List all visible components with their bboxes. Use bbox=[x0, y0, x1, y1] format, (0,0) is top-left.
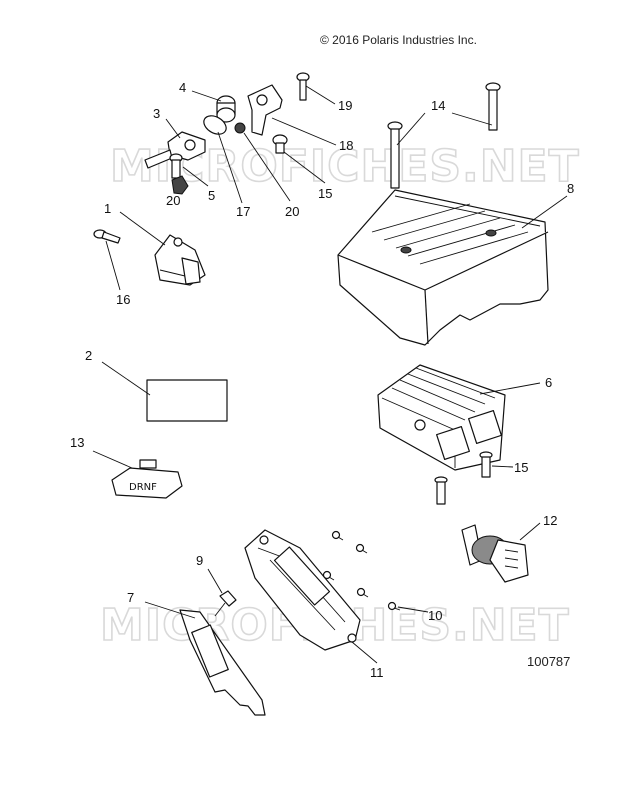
callout-20-right: 20 bbox=[285, 204, 299, 219]
callout-3: 3 bbox=[153, 106, 160, 121]
leader-lines bbox=[92, 85, 568, 664]
callout-2: 2 bbox=[85, 348, 92, 363]
callout-8: 8 bbox=[567, 181, 574, 196]
part-12-switch bbox=[461, 524, 529, 583]
part-20-nut-left bbox=[171, 175, 189, 195]
callout-16: 16 bbox=[116, 292, 130, 307]
part-20-nut-right bbox=[234, 122, 246, 134]
callout-9: 9 bbox=[196, 553, 203, 568]
part-16-screw bbox=[93, 229, 121, 244]
callout-6: 6 bbox=[545, 375, 552, 390]
part-2-label bbox=[146, 379, 228, 422]
part-3-sensor bbox=[144, 131, 206, 169]
part-5-bolt bbox=[169, 153, 183, 179]
callout-13: 13 bbox=[70, 435, 84, 450]
callout-5: 5 bbox=[208, 188, 215, 203]
part-15-bolts-lower bbox=[434, 451, 493, 505]
part-15-bolt-upper bbox=[272, 134, 288, 154]
part-18-bracket bbox=[247, 84, 283, 136]
part-11-ecu bbox=[244, 529, 361, 651]
callout-7: 7 bbox=[127, 590, 134, 605]
part-19-bolt bbox=[296, 72, 310, 101]
part-13-gear-indicator: DRNF bbox=[111, 459, 183, 499]
callout-15-upper: 15 bbox=[318, 186, 332, 201]
part-1-sensor bbox=[154, 234, 206, 286]
callout-10: 10 bbox=[428, 608, 442, 623]
decal-text: DRNF bbox=[129, 482, 157, 493]
callout-4: 4 bbox=[179, 80, 186, 95]
part-ecu-screws bbox=[322, 530, 401, 611]
callout-20-left: 20 bbox=[166, 193, 180, 208]
callout-1: 1 bbox=[104, 201, 111, 216]
part-7-bracket bbox=[179, 609, 266, 716]
callout-18: 18 bbox=[339, 138, 353, 153]
part-8-cover bbox=[337, 189, 549, 346]
part-9-rivet bbox=[214, 590, 237, 617]
callout-14: 14 bbox=[431, 98, 445, 113]
callout-15-lower: 15 bbox=[514, 460, 528, 475]
drawing-number: 100787 bbox=[527, 654, 571, 669]
callout-12: 12 bbox=[543, 513, 557, 528]
callout-17: 17 bbox=[236, 204, 250, 219]
callout-19: 19 bbox=[338, 98, 352, 113]
part-6-regulator bbox=[377, 364, 506, 471]
part-14-bolts bbox=[387, 82, 501, 189]
callout-11: 11 bbox=[370, 665, 384, 680]
part-4-spacer bbox=[216, 95, 236, 123]
copyright-text: © 2016 Polaris Industries Inc. bbox=[320, 33, 477, 47]
part-17-gasket bbox=[203, 115, 227, 135]
